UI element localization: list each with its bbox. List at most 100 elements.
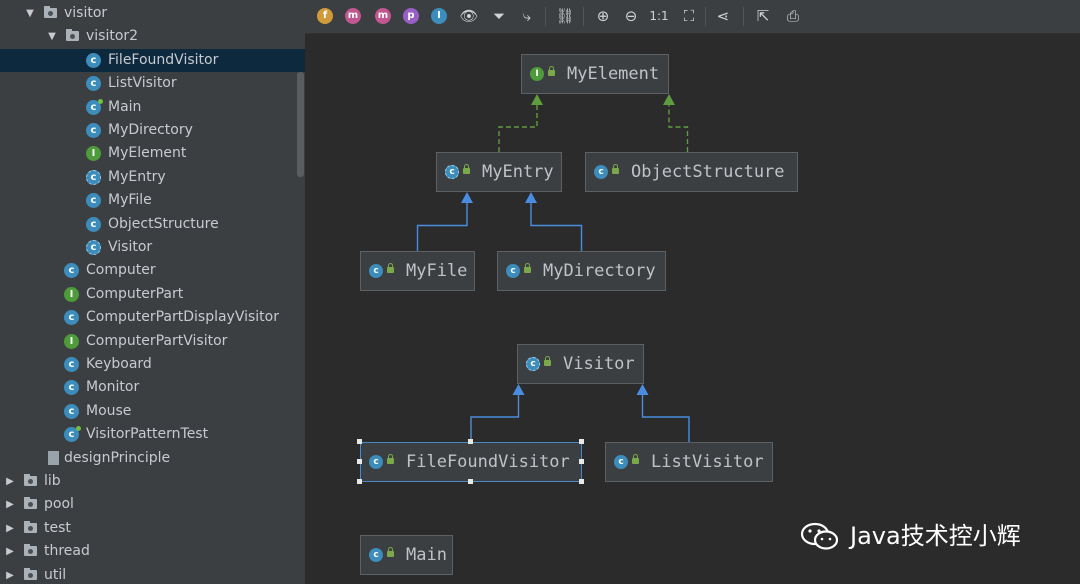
tree-item-label: thread xyxy=(44,543,90,560)
zoom-out-icon[interactable]: ⊖ xyxy=(624,7,638,25)
selection-handle[interactable] xyxy=(357,459,362,464)
expand-arrow-icon[interactable]: ▼ xyxy=(48,31,56,43)
class-icon: c xyxy=(64,357,79,372)
class-icon: c xyxy=(369,455,383,469)
public-lock-icon xyxy=(548,66,555,76)
node-label: Visitor xyxy=(563,354,635,374)
properties-filter-icon[interactable]: p xyxy=(403,8,419,24)
link-icon[interactable]: ⛓ xyxy=(555,7,575,25)
class-icon: c xyxy=(369,264,383,278)
folder-icon xyxy=(24,567,37,580)
tree-item-thread[interactable]: ▶ thread xyxy=(0,540,305,563)
edge-objectstructure-to-myelement xyxy=(668,104,689,152)
tree-item-label: visitor2 xyxy=(86,28,139,45)
class-icon: c xyxy=(614,455,628,469)
node-mydirectory[interactable]: c MyDirectory xyxy=(497,251,666,291)
tree-item-label: lib xyxy=(44,473,61,489)
node-myfile[interactable]: c MyFile xyxy=(360,251,475,291)
tree-item-visitor2[interactable]: ▼ visitor2 xyxy=(0,25,305,48)
selection-handle[interactable] xyxy=(357,439,362,444)
layout-icon[interactable]: ⋖ xyxy=(716,7,730,25)
node-label: ListVisitor xyxy=(651,452,764,472)
tree-item-label: Visitor xyxy=(108,239,153,255)
collapse-arrow-icon[interactable]: ▶ xyxy=(6,569,14,581)
print-icon[interactable]: ⎙ xyxy=(786,7,799,25)
class-icon: c xyxy=(506,264,520,278)
edge-routing-icon[interactable]: ⤷ xyxy=(522,7,532,25)
folder-icon xyxy=(24,497,37,510)
actual-size-icon[interactable]: 1:1 xyxy=(649,9,669,23)
tree-item-filefoundvisitor[interactable]: c FileFoundVisitor xyxy=(0,48,305,72)
abstract-class-icon: c xyxy=(526,357,540,371)
collapse-arrow-icon[interactable]: ▶ xyxy=(6,522,14,534)
tree-item-util[interactable]: ▶ util xyxy=(0,564,305,584)
inner-classes-filter-icon[interactable]: I xyxy=(431,8,447,24)
selection-handle[interactable] xyxy=(579,459,584,464)
selection-handle[interactable] xyxy=(468,479,473,484)
node-listvisitor[interactable]: c ListVisitor xyxy=(605,442,773,482)
export-icon[interactable]: ⇱ xyxy=(756,7,770,25)
tree-item-test[interactable]: ▶test xyxy=(0,517,305,540)
collapse-arrow-icon[interactable]: ▶ xyxy=(6,546,14,558)
selection-handle[interactable] xyxy=(468,439,473,444)
tree-item-pool[interactable]: ▶ pool xyxy=(0,493,305,516)
tree-item-designprinciple[interactable]: designPrinciple xyxy=(0,447,305,470)
node-label: MyFile xyxy=(406,261,468,281)
public-lock-icon xyxy=(387,263,394,273)
node-myentry[interactable]: c MyEntry xyxy=(436,152,562,192)
collapse-arrow-icon[interactable]: ▶ xyxy=(6,476,14,487)
constructors-filter-icon[interactable]: m xyxy=(345,8,361,24)
selection-handle[interactable] xyxy=(579,479,584,484)
node-label: Main xyxy=(406,545,447,565)
tree-item-label: FileFoundVisitor xyxy=(108,51,219,68)
node-label: MyEntry xyxy=(482,162,554,182)
tree-scrollbar[interactable] xyxy=(297,72,304,177)
tree-item-label: ObjectStructure xyxy=(108,215,219,232)
eye-icon[interactable]: 👁 xyxy=(459,7,479,25)
selection-handle[interactable] xyxy=(579,439,584,444)
node-label: MyDirectory xyxy=(543,261,656,281)
zoom-in-icon[interactable]: ⊕ xyxy=(596,7,610,25)
node-visitor[interactable]: c Visitor xyxy=(517,344,644,384)
tree-item-visitor[interactable]: ▼visitor xyxy=(0,2,305,25)
filter-icon[interactable]: ⏷ xyxy=(492,7,505,25)
tree-item-lib[interactable]: ▶ lib xyxy=(0,470,305,493)
tree-item-label: util xyxy=(44,566,67,583)
methods-filter-icon[interactable]: m xyxy=(375,8,391,24)
tree-item-label: pool xyxy=(44,496,74,513)
toolbar-separator xyxy=(583,7,584,26)
class-icon: c xyxy=(64,310,79,326)
fit-content-icon[interactable]: ⛶ xyxy=(683,7,695,25)
tree-item-computerpartvisitor[interactable]: I ComputerPartVisitor xyxy=(0,330,305,353)
class-icon: c xyxy=(64,403,79,419)
class-icon: c xyxy=(86,52,101,68)
selection-handle[interactable] xyxy=(357,479,362,484)
edge-filefoundvisitor-to-visitor xyxy=(470,394,520,442)
abstract-class-icon: c xyxy=(445,165,459,179)
interface-icon: I xyxy=(64,333,79,349)
tree-item-label: ComputerPartVisitor xyxy=(86,332,228,349)
fields-filter-icon[interactable]: f xyxy=(317,8,333,24)
collapse-arrow-icon[interactable]: ▶ xyxy=(6,499,14,511)
expand-arrow-icon[interactable]: ▼ xyxy=(26,8,34,19)
